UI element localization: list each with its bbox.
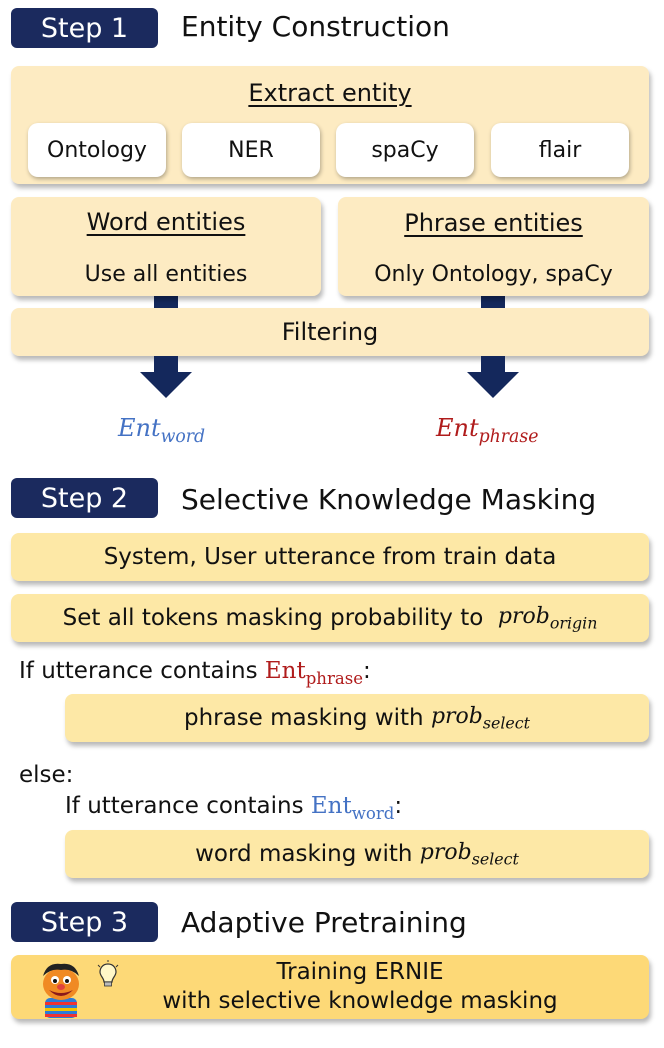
phrase-entities-panel: Phrase entities Only Ontology, spaCy [338,197,649,296]
word-entities-desc: Use all entities [84,261,248,287]
if-phrase-line: If utterance contains Entphrase: [19,658,371,688]
tool-chip-ner: NER [182,123,320,177]
filtering-box: Filtering [11,308,649,356]
step1-badge: Step 1 [11,8,158,48]
tool-chip-flair: flair [491,123,629,177]
train-data-box: System, User utterance from train data [11,533,649,581]
phrase-masking-box: phrase masking with probselect [65,694,649,742]
phrase-entities-title: Phrase entities [404,209,583,237]
arrow-down-phrase-icon [467,356,519,398]
arrow-down-word-icon [140,356,192,398]
lightbulb-icon [97,960,119,987]
if-word-line: If utterance contains Entword: [65,793,403,823]
ent-phrase-label: Entphrase [436,414,539,448]
set-probability-text: Set all tokens masking probability to [62,605,484,631]
word-entities-title: Word entities [86,208,246,236]
extract-entity-title: Extract entity [248,79,412,107]
step3-badge: Step 3 [11,902,158,942]
training-ernie-line1: Training ERNIE [276,959,444,985]
else-label: else: [19,762,74,788]
word-masking-box: word masking with probselect [65,830,649,878]
training-ernie-box: Training ERNIE with selective knowledge … [11,955,649,1019]
tool-chip-spacy: spaCy [336,123,474,177]
extract-entity-panel: Extract entity Ontology NER spaCy flair [11,66,649,184]
step1-title: Entity Construction [181,10,450,43]
step3-title: Adaptive Pretraining [181,906,467,939]
set-probability-box: Set all tokens masking probability to pr… [11,594,649,642]
prob-origin-var: proborigin [497,603,598,633]
word-entities-panel: Word entities Use all entities [11,197,321,296]
step2-badge: Step 2 [11,478,158,518]
tool-chip-ontology: Ontology [28,123,166,177]
ernie-character-icon [43,963,79,1018]
training-ernie-line2: with selective knowledge masking [162,988,558,1014]
phrase-entities-desc: Only Ontology, spaCy [374,261,613,287]
ent-word-label: Entword [118,414,206,448]
step2-title: Selective Knowledge Masking [181,483,597,516]
